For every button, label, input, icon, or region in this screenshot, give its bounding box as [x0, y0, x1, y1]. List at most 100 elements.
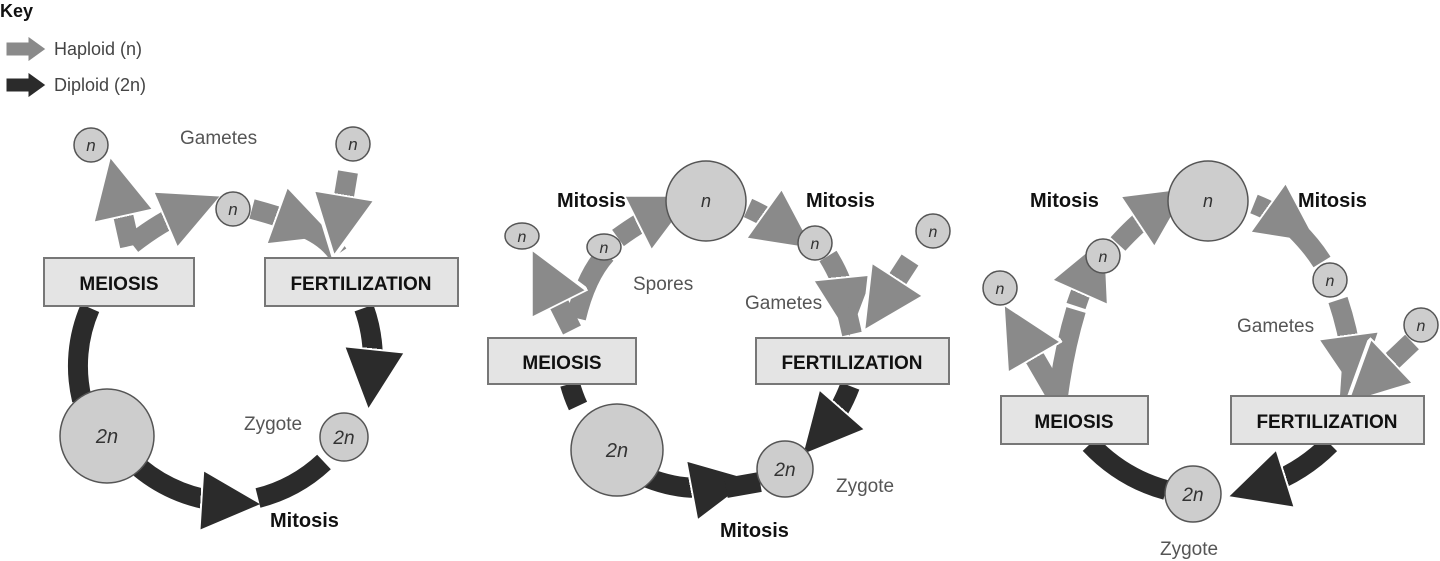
gamete-cell-out-label: n	[1417, 318, 1426, 335]
haploid-arc-to-organism	[612, 212, 660, 238]
gamete-cell-mid	[215, 191, 251, 227]
haploid-arrow-in	[884, 254, 910, 300]
haploid-organism-cell	[1167, 160, 1249, 242]
gametes-label: Gametes	[745, 293, 822, 314]
diploid-arc-right	[826, 382, 850, 428]
mitosis-label-bottom: Mitosis	[720, 520, 789, 542]
diploid-arc-zygote	[255, 454, 331, 508]
diploid-arc-left	[560, 381, 588, 411]
gamete-cell-mid-label: n	[228, 200, 237, 219]
haploid-arc-to-fert	[836, 305, 862, 337]
mitosis-label-left: Mitosis	[1030, 190, 1099, 212]
diploid-organism-label: 2n	[605, 440, 628, 462]
haploid-arc-top-right	[249, 209, 300, 224]
spore-cell-out-label: n	[518, 229, 527, 246]
zygote-cell	[1164, 465, 1222, 523]
gamete-cell-right-label: n	[348, 135, 357, 154]
spore-cell-out-label: n	[996, 281, 1005, 298]
fertilization-box	[1230, 395, 1425, 445]
diploid-organism-label: 2n	[95, 426, 118, 448]
key-title: Key	[0, 1, 33, 21]
fertilization-label: FERTILIZATION	[290, 274, 431, 295]
haploid-arrow-in	[340, 170, 348, 220]
gamete-cell-in	[1312, 262, 1348, 298]
zygote-cell-label: 2n	[1181, 485, 1203, 506]
gamete-cell-in-label: n	[1326, 273, 1335, 290]
fertilization-label: FERTILIZATION	[781, 353, 922, 374]
mitosis-label-right: Mitosis	[806, 190, 875, 212]
diploid-arc-bottom	[644, 478, 716, 488]
diploid-arc-left	[67, 304, 100, 403]
diploid-organism-cell	[570, 403, 664, 497]
haploid-arc-to-organism	[1110, 208, 1158, 251]
spores-label: Spores	[633, 274, 693, 295]
haploid-arc-spores	[566, 247, 614, 321]
cycle-plant: MEIOSIS FERTILIZATION n n n n n 2n 2n Mi…	[487, 160, 951, 542]
meiosis-label: MEIOSIS	[1034, 412, 1113, 433]
haploid-arrow-out	[1022, 336, 1067, 404]
meiosis-box	[487, 337, 637, 385]
haploid-organism-label: n	[701, 191, 711, 211]
haploid-arrow-in	[1374, 334, 1419, 378]
zygote-cell	[756, 440, 814, 498]
zygote-label: Zygote	[1160, 539, 1218, 560]
haploid-arc-to-fert	[296, 216, 347, 260]
zygote-cell	[319, 412, 369, 462]
meiosis-box	[43, 257, 195, 307]
zygote-cell-label: 2n	[773, 460, 795, 481]
diploid-arc-bottom	[133, 460, 226, 502]
gamete-cell-in-label: n	[811, 236, 820, 253]
spore-cell-in-label: n	[600, 240, 609, 257]
mitosis-label: Mitosis	[270, 510, 339, 532]
diploid-arc-left	[1082, 437, 1169, 500]
cycle-fungi: MEIOSIS FERTILIZATION n n n n n 2n Mitos…	[982, 160, 1439, 560]
meiosis-label: MEIOSIS	[522, 353, 601, 374]
haploid-arc-top-left	[125, 210, 188, 252]
spore-cell-out	[504, 222, 540, 250]
haploid-arrow-out	[548, 282, 572, 335]
gamete-cell-out	[915, 213, 951, 249]
haploid-arrow-out	[118, 192, 130, 249]
fertilization-box	[264, 257, 459, 307]
diploid-organism-cell	[59, 388, 155, 484]
fertilization-box	[755, 337, 950, 385]
mitosis-label-right: Mitosis	[1298, 190, 1367, 212]
diploid-arc-right	[1262, 436, 1338, 486]
haploid-organism-label: n	[1203, 191, 1213, 211]
gamete-cell-left-label: n	[86, 136, 95, 155]
key-diploid-label: Diploid (2n)	[54, 75, 146, 95]
diploid-arrow-icon	[5, 71, 47, 99]
spore-cell-in-label: n	[1099, 249, 1108, 266]
haploid-arc-from-organism	[743, 208, 784, 228]
key-haploid-label: Haploid (n)	[54, 39, 142, 59]
meiosis-box	[1000, 395, 1149, 445]
zygote-label: Zygote	[244, 414, 302, 435]
gamete-cell-right	[335, 126, 371, 162]
gametes-label: Gametes	[180, 128, 257, 149]
spore-cell-in	[586, 233, 622, 261]
haploid-arc-gametes	[1338, 296, 1352, 360]
haploid-arrow-icon	[5, 35, 47, 63]
cycle-animal: MEIOSIS FERTILIZATION n n n 2n 2n Gamete…	[43, 126, 459, 532]
spore-cell-out	[982, 270, 1018, 306]
haploid-arc-to-fert	[1340, 365, 1362, 397]
haploid-arc-to-spore	[1076, 270, 1090, 310]
zygote-label: Zygote	[836, 476, 894, 497]
key-legend: Key Haploid (n) Diploid (2n)	[0, 1, 146, 99]
gamete-cell-out-label: n	[929, 224, 938, 241]
zygote-cell-label: 2n	[332, 428, 354, 449]
haploid-arc-gametes	[828, 250, 846, 302]
meiosis-label: MEIOSIS	[79, 274, 158, 295]
diploid-arc-right	[364, 304, 373, 374]
haploid-arc-to-gamete	[1288, 222, 1331, 268]
diploid-arc-zygote	[724, 472, 762, 498]
gametes-label: Gametes	[1237, 316, 1314, 337]
gamete-cell-left	[73, 127, 109, 163]
haploid-arc-from-organism	[1254, 204, 1288, 222]
fertilization-label: FERTILIZATION	[1256, 412, 1397, 433]
haploid-organism-cell	[665, 160, 747, 242]
gamete-cell-out	[1403, 307, 1439, 343]
gamete-cell-in	[797, 225, 833, 261]
mitosis-label-left: Mitosis	[557, 190, 626, 212]
